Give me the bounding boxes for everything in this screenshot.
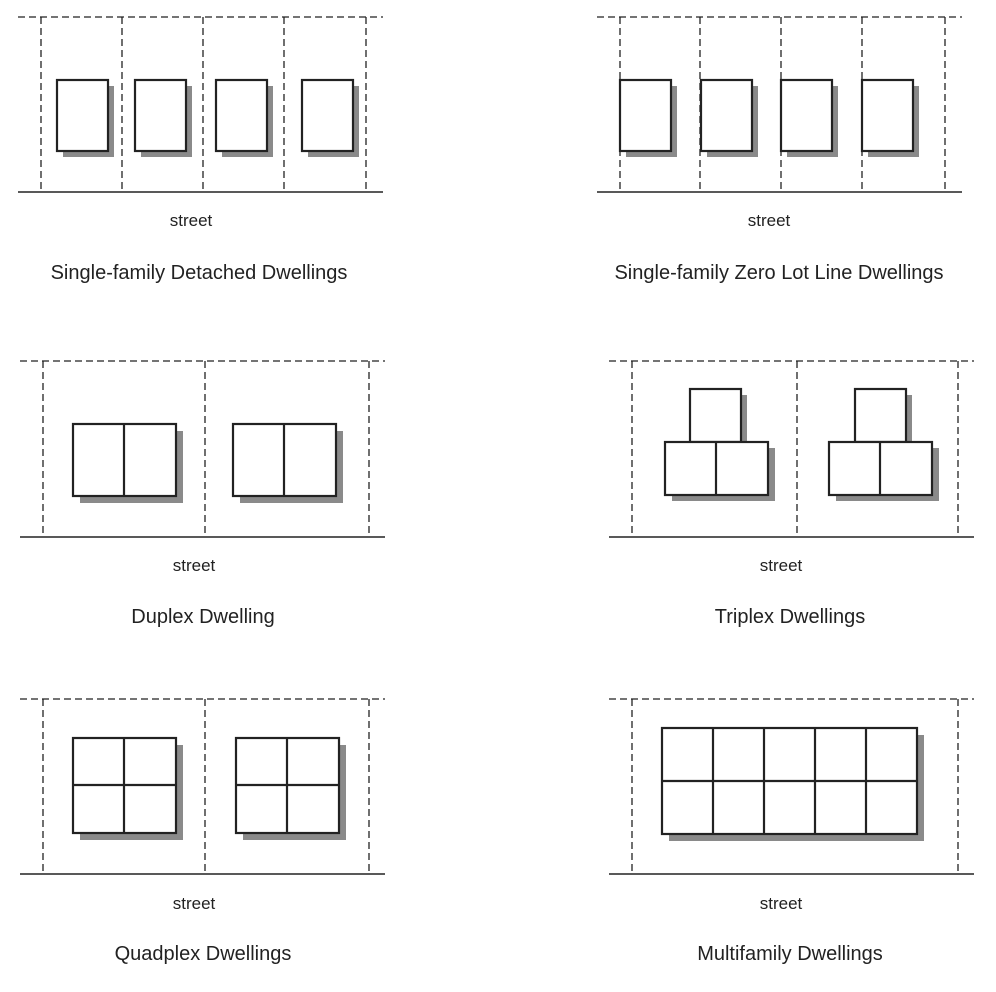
panel-multifamily: street Multifamily Dwellings: [609, 698, 974, 965]
street-label: street: [748, 211, 791, 230]
panel-quadplex: street Quadplex Dwellings: [20, 698, 385, 965]
house: [699, 78, 758, 157]
duplex-building: [231, 422, 343, 503]
panel-caption: Single-family Zero Lot Line Dwellings: [614, 262, 943, 284]
duplex-building: [71, 422, 183, 503]
panel-caption: Multifamily Dwellings: [697, 943, 883, 965]
panel-caption: Single-family Detached Dwellings: [51, 262, 348, 284]
street-label: street: [170, 211, 213, 230]
house: [779, 78, 838, 157]
house: [618, 78, 677, 157]
multifamily-building: [660, 726, 924, 841]
house: [300, 78, 359, 157]
street-label: street: [760, 556, 803, 575]
panel-caption: Triplex Dwellings: [715, 606, 865, 628]
street-label: street: [760, 894, 803, 913]
house: [55, 78, 114, 157]
house: [860, 78, 919, 157]
house: [214, 78, 273, 157]
quadplex-building: [234, 736, 346, 840]
panel-zero-lot-line: street Single-family Zero Lot Line Dwell…: [597, 16, 962, 284]
triplex-building: [827, 387, 939, 501]
quadplex-building: [71, 736, 183, 840]
street-label: street: [173, 894, 216, 913]
house: [133, 78, 192, 157]
triplex-building: [663, 387, 775, 501]
street-label: street: [173, 556, 216, 575]
panel-caption: Duplex Dwelling: [131, 606, 274, 628]
panel-caption: Quadplex Dwellings: [115, 943, 292, 965]
panel-triplex: street Triplex Dwellings: [609, 360, 974, 628]
panel-duplex: street Duplex Dwelling: [20, 360, 385, 628]
panel-single-family-detached: street Single-family Detached Dwellings: [18, 16, 383, 284]
